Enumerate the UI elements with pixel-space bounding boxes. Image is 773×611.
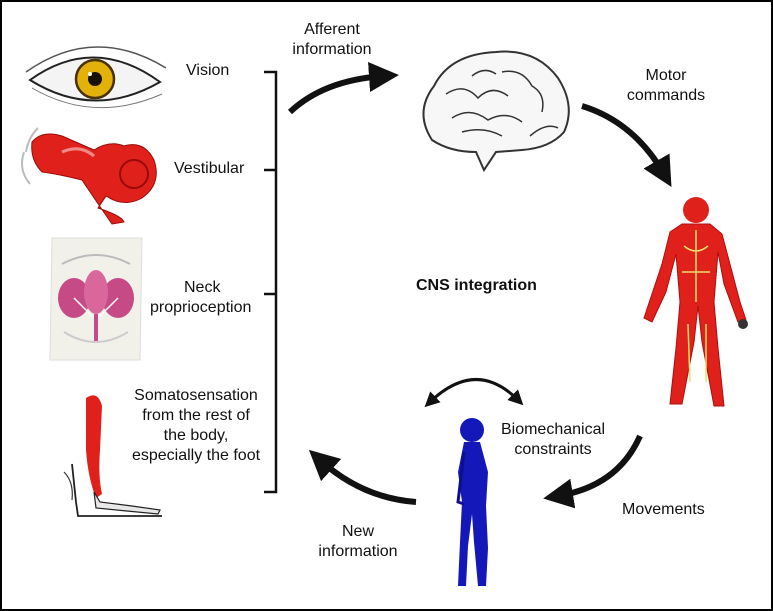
biomechanical-double-arrow [424, 378, 524, 408]
muscle-body-icon [643, 197, 748, 407]
eye-icon [25, 46, 167, 109]
motor-label-line2: commands [626, 87, 706, 104]
human-figure-icon [456, 418, 488, 586]
afferent-arrow [287, 62, 399, 115]
biomech-label-line2: constraints [514, 441, 592, 458]
brain-icon [422, 50, 570, 173]
soma-label-line1: Somatosensation [134, 387, 258, 404]
new-info-label-line1: New [341, 523, 374, 540]
movements-label: Movements [622, 501, 705, 518]
motor-label-line1: Motor [645, 67, 687, 84]
afferent-label-line1: Afferent [304, 21, 360, 38]
leg-foot-icon [63, 395, 162, 517]
soma-label-line3: the body, [163, 427, 229, 444]
cns-integration-label: CNS integration [416, 277, 537, 294]
vestibular-label: Vestibular [174, 160, 245, 177]
movements-arrow [543, 434, 643, 509]
sensory-bracket [264, 70, 278, 494]
motor-commands-arrow [581, 103, 672, 187]
soma-label-line4: especially the foot [131, 447, 261, 464]
vision-label: Vision [186, 62, 230, 79]
biomech-label-line1: Biomechanical [500, 421, 606, 438]
inner-ear-icon [21, 127, 157, 225]
soma-label-line2: from the rest of [142, 407, 250, 424]
neck-label-line2: proprioception [150, 299, 252, 316]
neck-muscles-icon [49, 237, 143, 361]
new-information-arrow [308, 449, 417, 505]
new-info-label-line2: information [318, 543, 398, 560]
neck-label-line1: Neck [184, 279, 221, 296]
afferent-label-line2: information [292, 41, 372, 58]
